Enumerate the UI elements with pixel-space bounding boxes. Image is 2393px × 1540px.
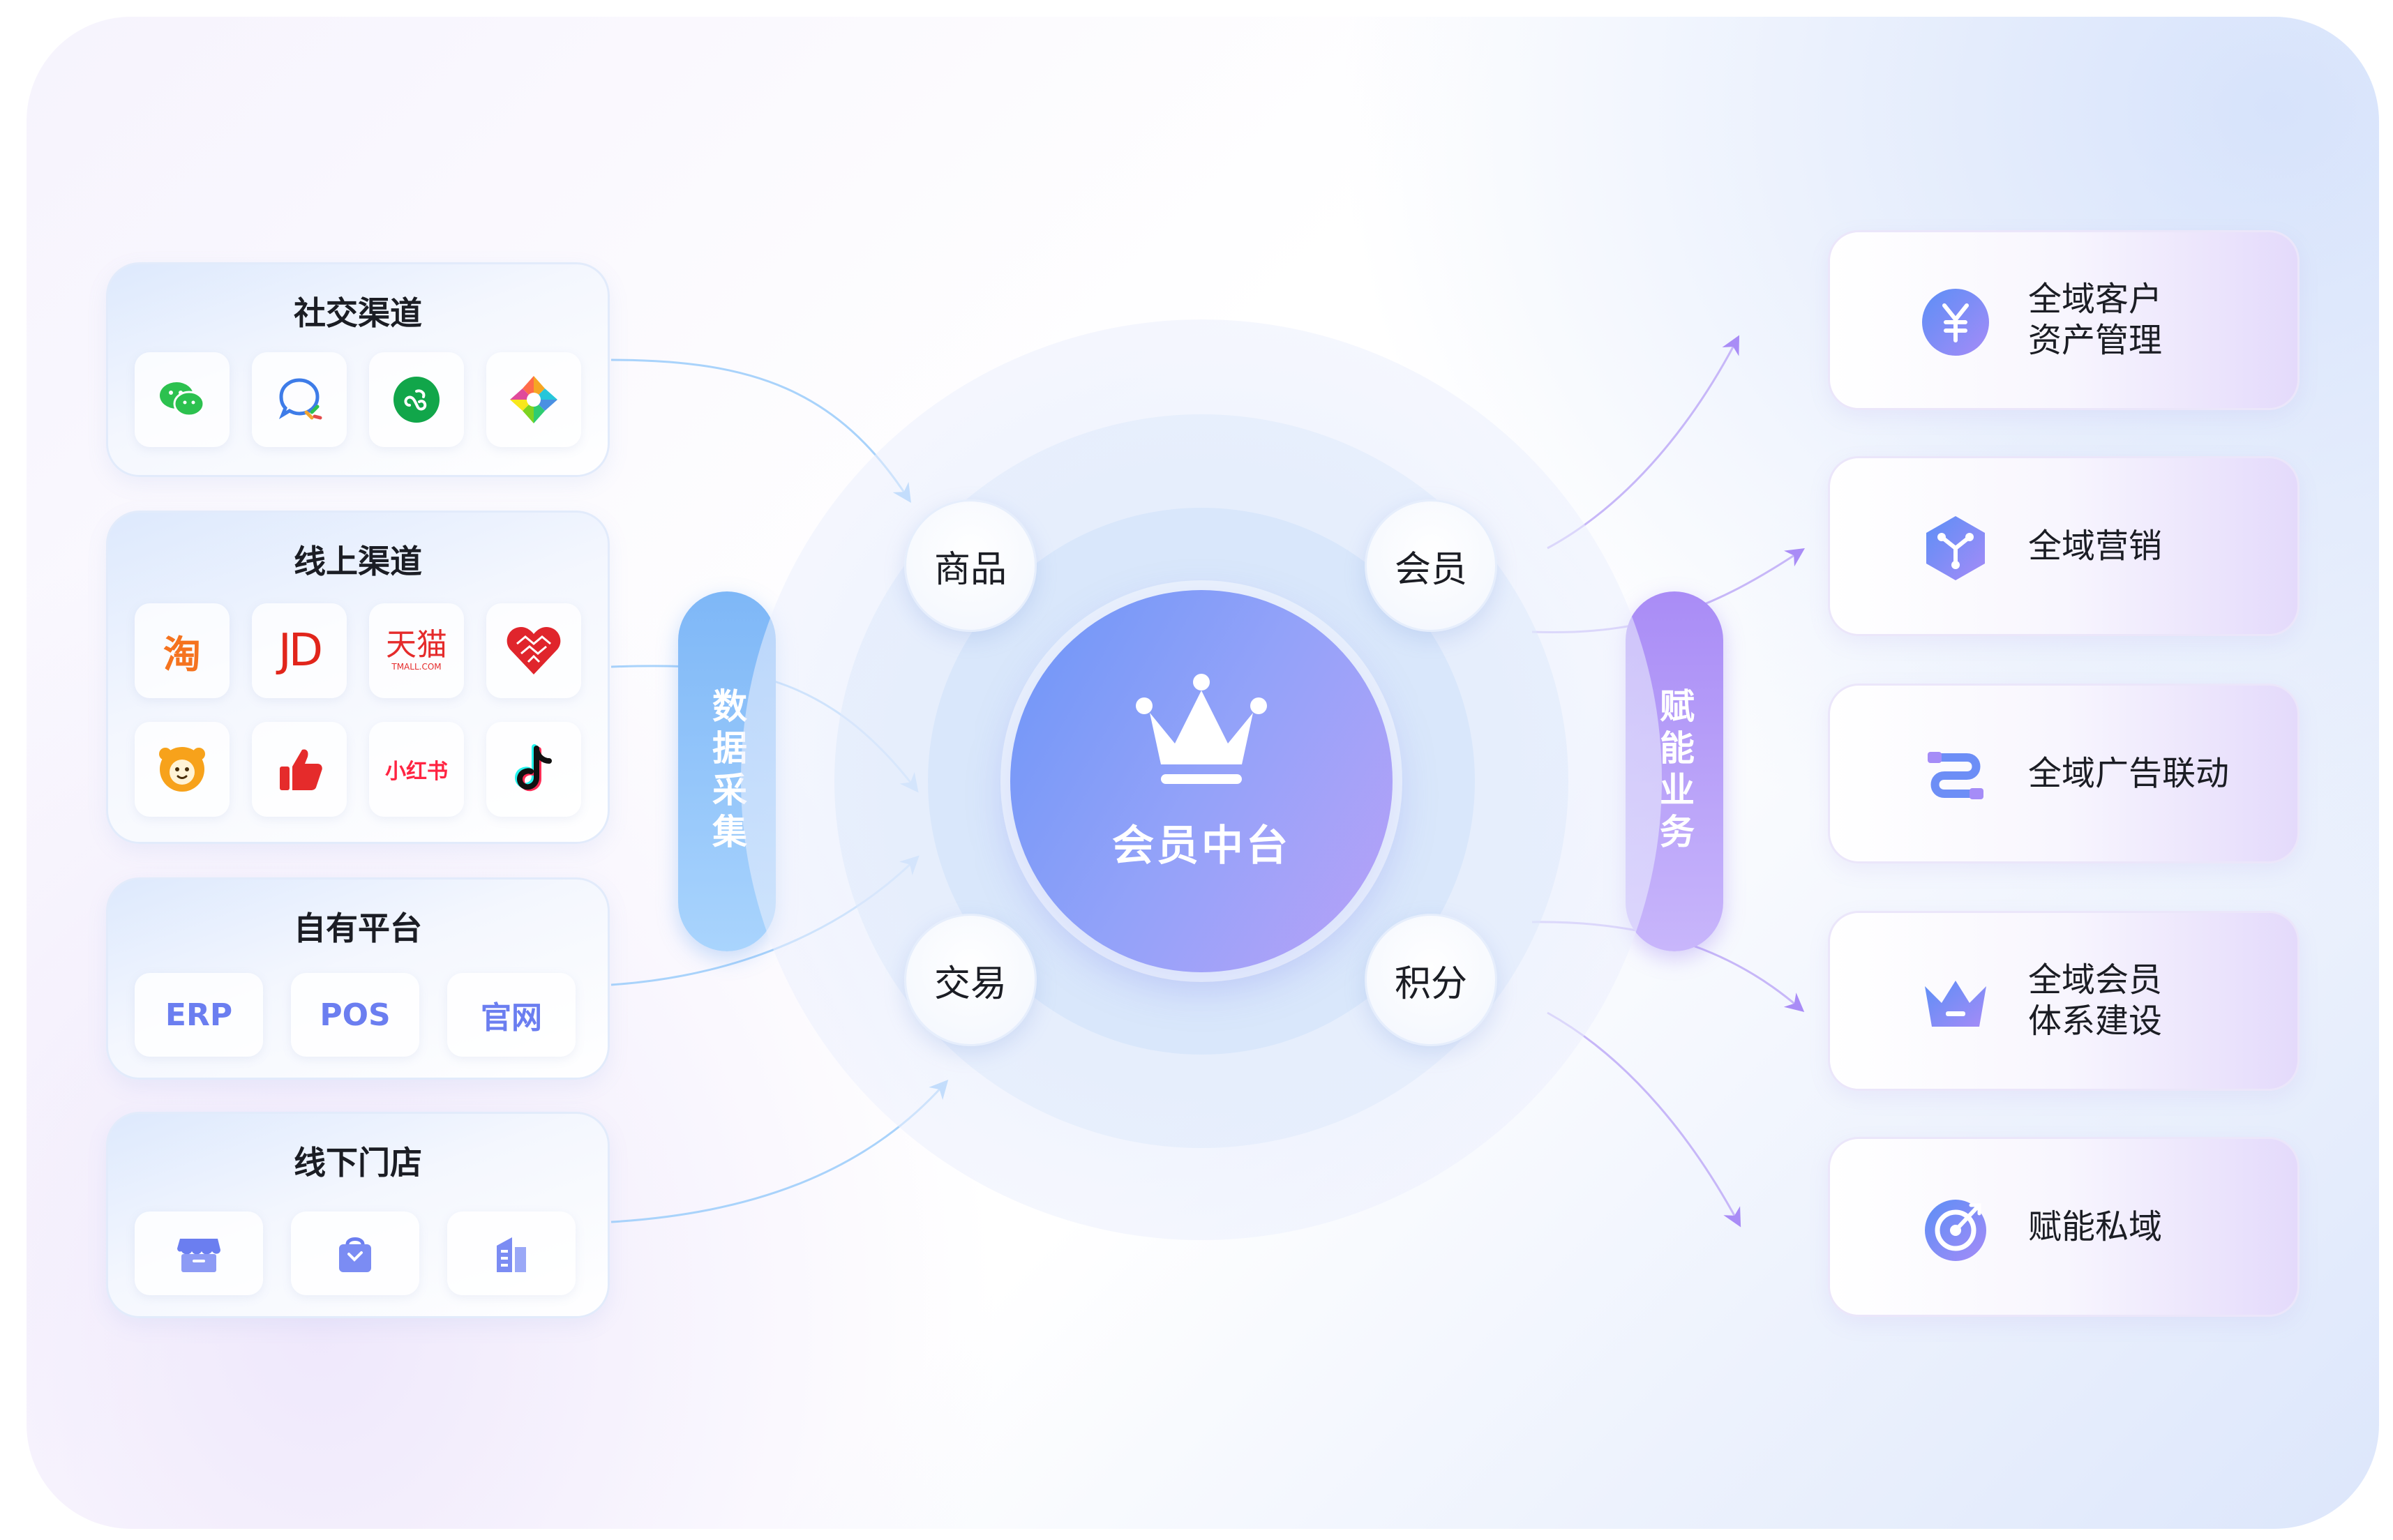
storefront-icon <box>135 1211 263 1295</box>
node-points: 积分 <box>1365 914 1497 1046</box>
service-text: 全域广告联动 <box>2028 686 2229 861</box>
service-line: 赋能私域 <box>2028 1207 2163 1246</box>
tmall-logo-text: 天猫 <box>386 627 447 663</box>
pinduoduo-icon <box>486 603 581 698</box>
service-card-asset-management: 全域客户 资产管理 <box>1828 230 2300 410</box>
suning-icon <box>135 722 230 817</box>
node-members: 会员 <box>1365 499 1497 632</box>
member-platform-core: 会员中台 <box>1010 590 1393 972</box>
taobao-icon: 淘 <box>135 603 230 698</box>
douyin-icon <box>486 722 581 817</box>
xiaohongshu-logo-text: 小红书 <box>385 760 448 784</box>
service-card-membership-system: 全域会员 体系建设 <box>1828 911 2300 1091</box>
tmall-logo-subtext: TMALL.COM <box>391 662 442 672</box>
service-text: 赋能私域 <box>2028 1139 2162 1315</box>
yuan-coin-icon <box>1922 289 1989 356</box>
service-card-marketing: 全域营销 <box>1828 456 2300 636</box>
tmall-icon: 天猫 TMALL.COM <box>369 603 464 698</box>
erp-chip: ERP <box>135 973 263 1057</box>
card-title: 线下门店 <box>294 1144 422 1182</box>
offline-stores-card: 线下门店 <box>106 1112 610 1318</box>
core-label: 会员中台 <box>1112 822 1291 870</box>
jd-icon: JD <box>252 603 347 698</box>
node-trades: 交易 <box>904 914 1037 1046</box>
shutter-aperture-icon <box>486 352 581 447</box>
card-title: 线上渠道 <box>294 543 422 580</box>
chat-bubble-icon <box>252 352 347 447</box>
jd-logo-text: JD <box>278 625 323 677</box>
online-channels-card: 线上渠道 淘 JD 天猫 TMALL.COM 小红书 <box>106 511 610 844</box>
service-text: 全域营销 <box>2028 458 2162 634</box>
card-title: 自有平台 <box>294 909 422 947</box>
service-line: 全域会员 <box>2028 960 2163 1000</box>
service-line: 全域营销 <box>2028 526 2163 566</box>
node-products: 商品 <box>904 499 1037 632</box>
service-text: 全域客户 资产管理 <box>2028 232 2162 408</box>
wechat-icon <box>135 352 230 447</box>
target-icon <box>1925 1200 1986 1261</box>
xiaohongshu-icon: 小红书 <box>369 722 464 817</box>
pos-chip: POS <box>291 973 419 1057</box>
service-line: 体系建设 <box>2028 1002 2163 1041</box>
official-site-chip: 官网 <box>447 973 576 1057</box>
card-title: 社交渠道 <box>294 294 422 332</box>
social-channels-card: 社交渠道 <box>106 262 610 477</box>
service-line: 全域广告联动 <box>2028 753 2230 793</box>
cube-network-icon <box>1926 516 1985 580</box>
shopping-bag-icon <box>291 1211 419 1295</box>
building-icon <box>447 1211 576 1295</box>
own-platforms-card: 自有平台 ERP POS 官网 <box>106 877 610 1080</box>
thumbs-up-icon <box>252 722 347 817</box>
service-line: 全域客户 <box>2028 280 2163 319</box>
service-card-private-domain: 赋能私域 <box>1828 1137 2300 1317</box>
mini-program-icon <box>369 352 464 447</box>
link-route-icon <box>1928 752 1983 799</box>
crown-icon <box>1136 674 1267 784</box>
crown-icon <box>1925 981 1986 1027</box>
service-card-ad-linkage: 全域广告联动 <box>1828 684 2300 863</box>
service-line: 资产管理 <box>2028 321 2163 360</box>
taobao-logo-text: 淘 <box>163 632 201 677</box>
service-text: 全域会员 体系建设 <box>2028 913 2162 1089</box>
